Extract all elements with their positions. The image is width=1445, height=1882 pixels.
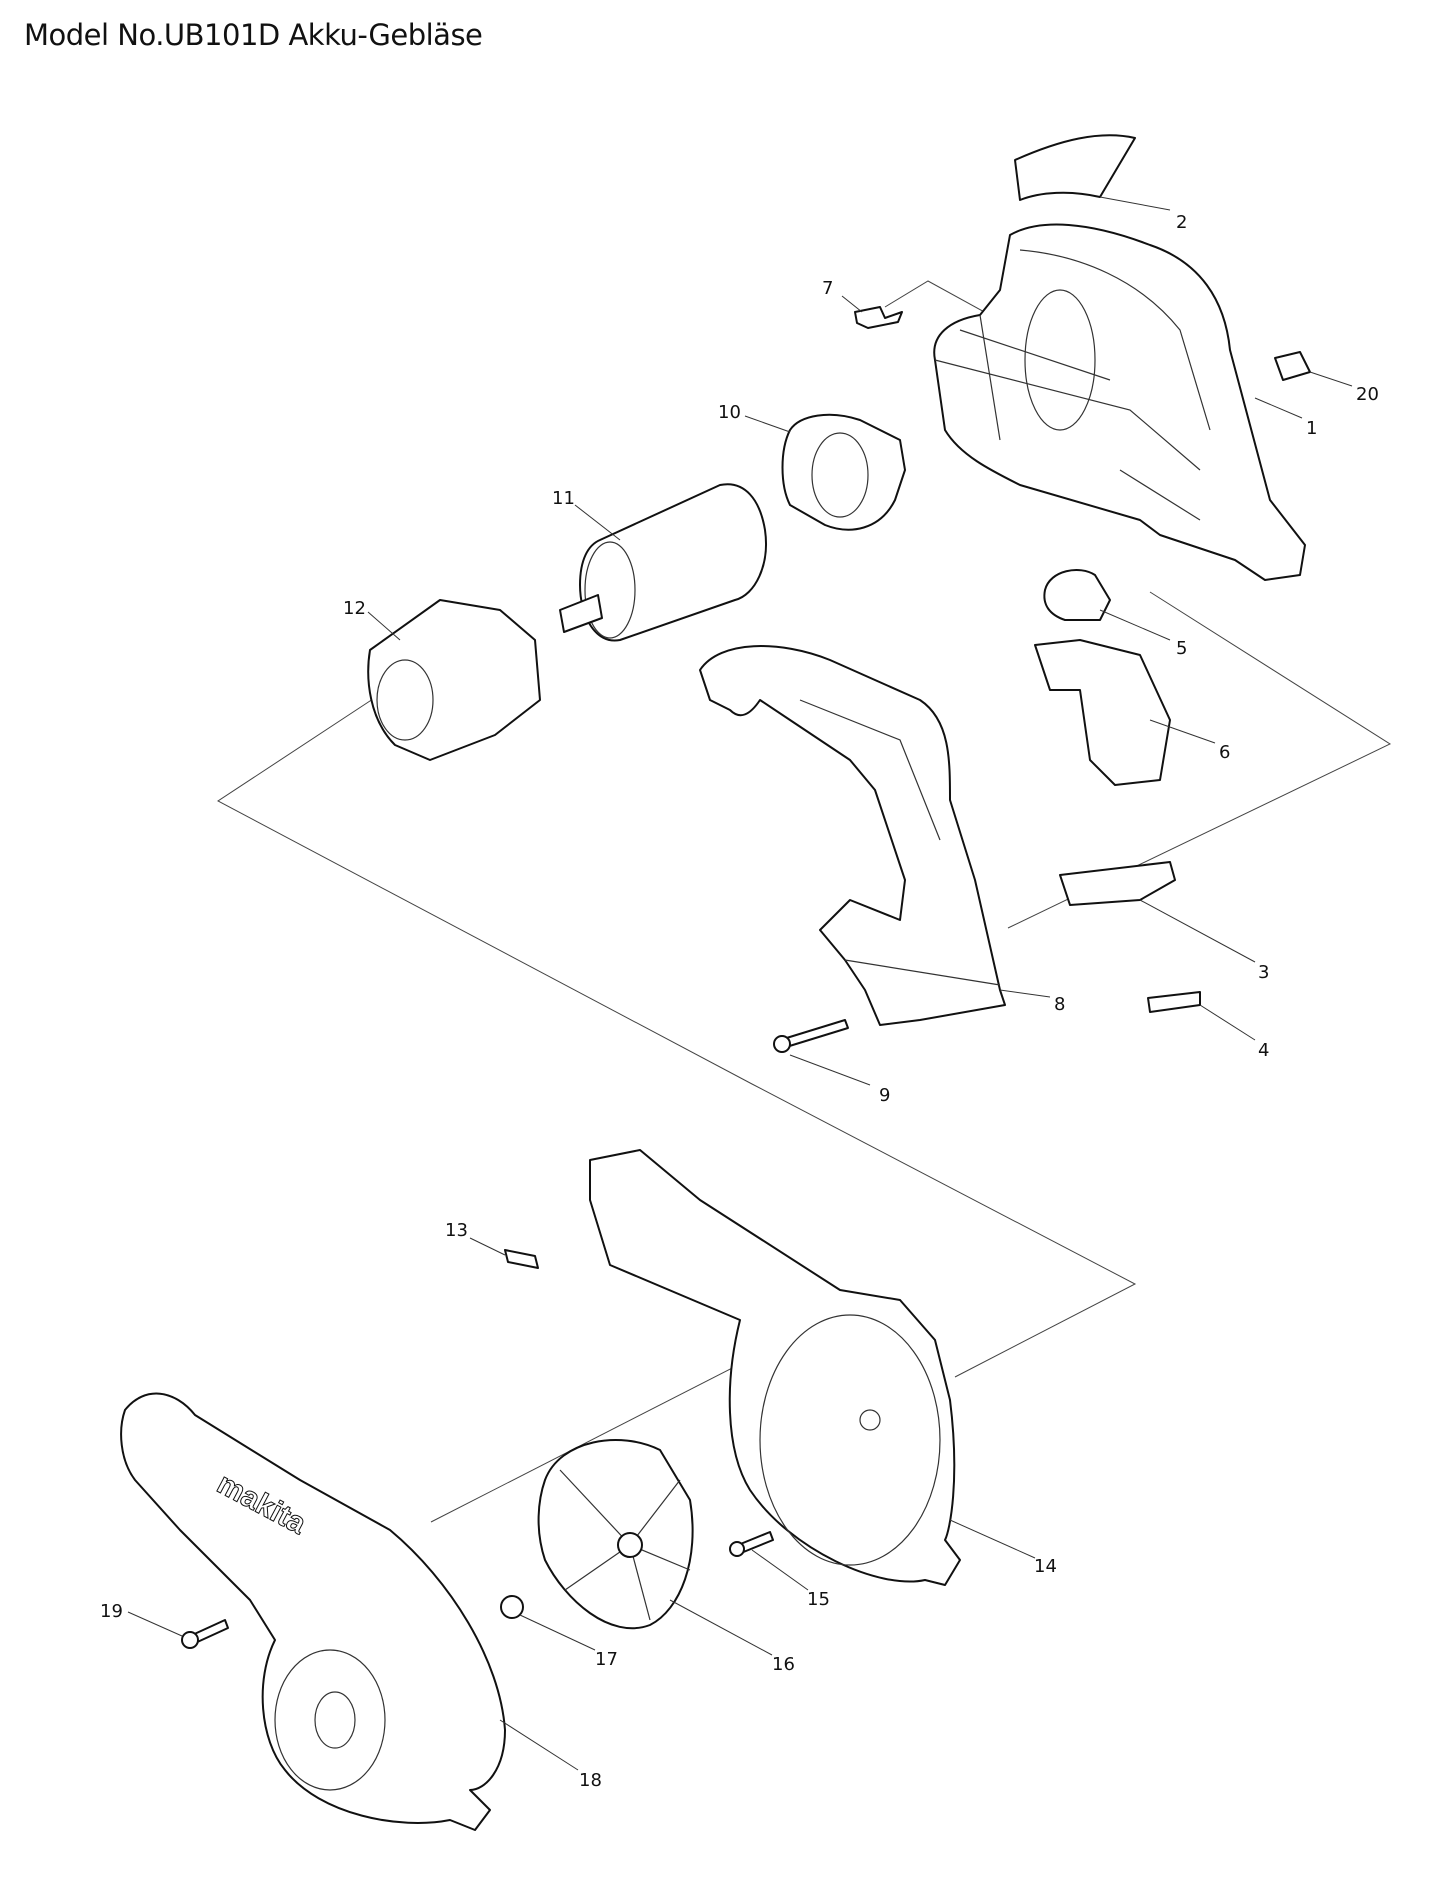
label-part-16: 16 — [772, 1654, 795, 1675]
part-19-screw[interactable] — [181, 1619, 229, 1649]
part-8-handle[interactable] — [699, 645, 1006, 1026]
label-part-6: 6 — [1219, 742, 1230, 763]
label-part-20: 20 — [1356, 384, 1379, 405]
part-16-fan[interactable] — [537, 1439, 694, 1630]
part-1-housing[interactable] — [933, 223, 1306, 581]
part-18-fan-cover-nozzle[interactable]: makita — [120, 1392, 506, 1831]
part-4-label[interactable] — [1147, 991, 1201, 1013]
label-part-8: 8 — [1054, 994, 1065, 1015]
label-part-17: 17 — [595, 1649, 618, 1670]
part-13-plate[interactable] — [504, 1249, 539, 1269]
part-10-motor-holder[interactable] — [781, 413, 906, 531]
label-part-14: 14 — [1034, 1556, 1057, 1577]
label-part-13: 13 — [445, 1220, 468, 1241]
label-part-1: 2 — [1176, 212, 1187, 233]
label-part-3: 3 — [1258, 962, 1269, 983]
label-part-9: 9 — [879, 1085, 890, 1106]
part-9-screw[interactable] — [773, 1019, 849, 1053]
label-part-15: 15 — [807, 1589, 830, 1610]
page-title: Model No.UB101D Akku-Gebläse — [24, 18, 483, 52]
label-part-12: 12 — [343, 598, 366, 619]
part-12-fan-cover-cap[interactable] — [367, 599, 541, 761]
part-number-labels: 2 7 20 1 10 11 12 5 6 3 8 4 9 13 14 15 1… — [100, 212, 1379, 1791]
label-part-1: 1 — [1306, 418, 1317, 439]
label-part-4: 4 — [1258, 1040, 1269, 1061]
part-17-washer-nut[interactable] — [500, 1595, 524, 1619]
part-20-label[interactable] — [1274, 351, 1311, 381]
part-7-terminal[interactable] — [854, 306, 903, 329]
label-part-19: 19 — [100, 1601, 123, 1622]
part-14-fan-housing[interactable] — [589, 1149, 961, 1586]
part-6-switch[interactable] — [1034, 639, 1171, 786]
part-15-screw[interactable] — [729, 1531, 774, 1557]
leader-lines — [127, 196, 1353, 1771]
label-part-5: 5 — [1176, 638, 1187, 659]
part-3-battery-terminal[interactable] — [1059, 861, 1176, 906]
label-part-7: 7 — [822, 278, 833, 299]
part-5-switch-knob[interactable] — [1043, 569, 1111, 621]
part-2-label-plate[interactable] — [1014, 134, 1136, 201]
label-part-10: 10 — [718, 402, 741, 423]
label-part-18: 18 — [579, 1770, 602, 1791]
label-part-11: 11 — [552, 488, 575, 509]
part-11-motor[interactable] — [559, 483, 767, 642]
